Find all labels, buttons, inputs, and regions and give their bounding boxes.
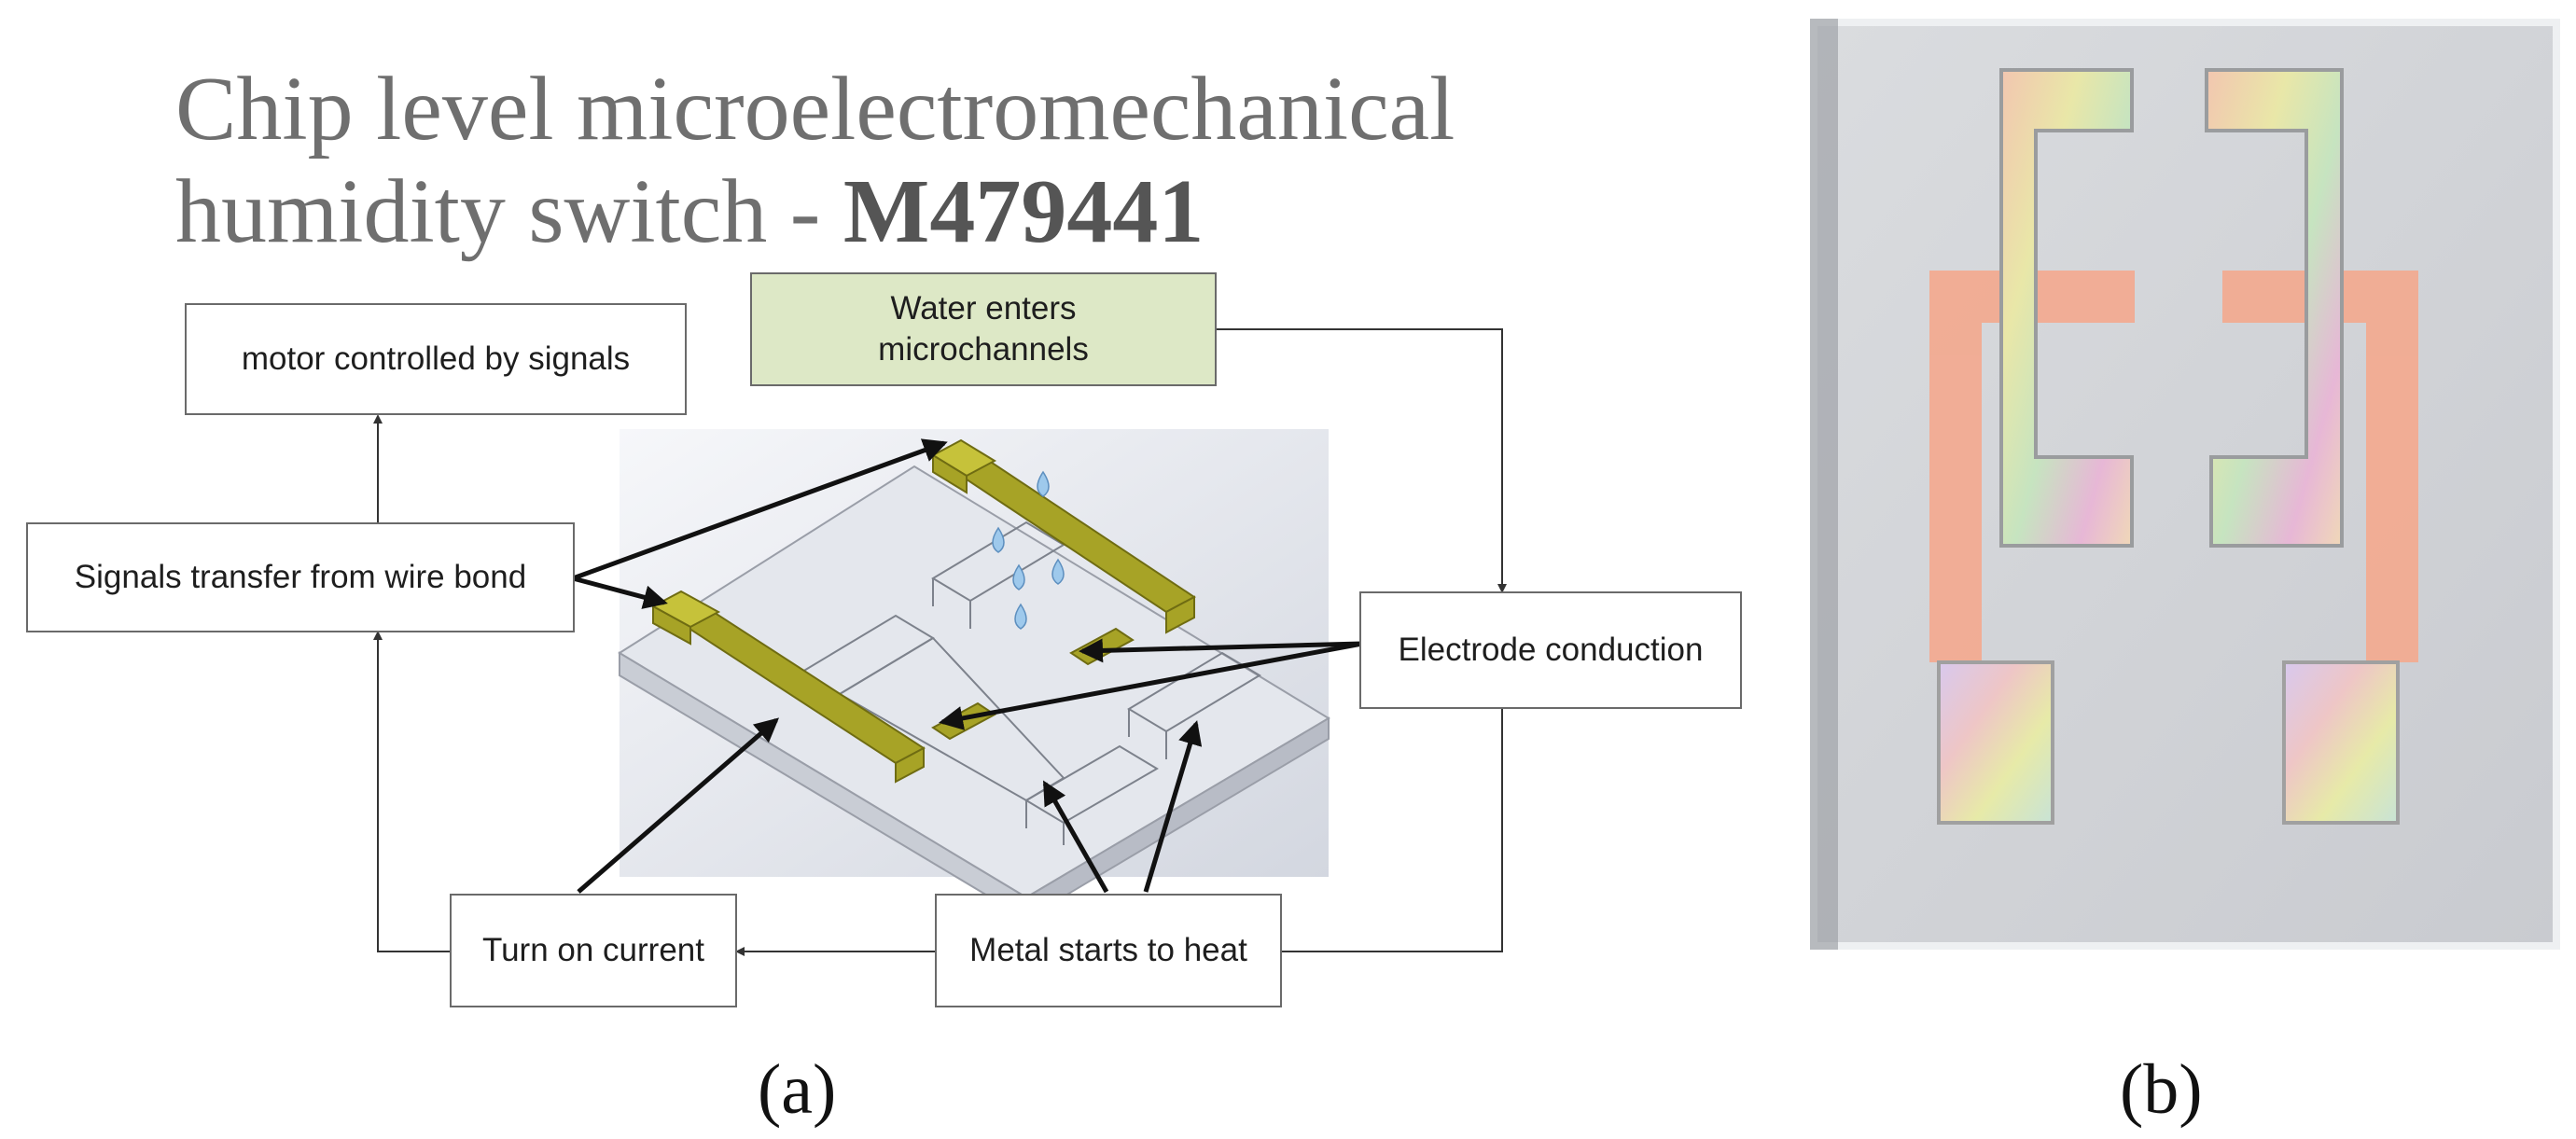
title-line2: humidity switch - (175, 161, 821, 262)
water-box: Water enters microchannels (750, 272, 1217, 386)
micrograph-substrate (1817, 26, 2553, 942)
heat-box: Metal starts to heat (935, 894, 1282, 1007)
panel-label-a: (a) (758, 1050, 837, 1129)
current-box: Turn on current (450, 894, 737, 1007)
figure-title: Chip level microelectromechanical humidi… (175, 58, 1631, 263)
bond-pads (1937, 660, 2400, 825)
title-line1: Chip level microelectromechanical (175, 59, 1455, 160)
chip-micrograph (1810, 19, 2560, 950)
signals-box: Signals transfer from wire bond (26, 522, 575, 632)
panel-label-b: (b) (2120, 1050, 2203, 1129)
bracket-electrodes (1999, 68, 2344, 548)
motor-box: motor controlled by signals (185, 303, 687, 415)
pointer-arrows (572, 438, 1363, 894)
gold-electrodes (650, 438, 1196, 784)
model-number: M479441 (842, 161, 1204, 262)
water-droplets (992, 470, 1065, 630)
flow-connectors (373, 328, 1507, 956)
electrode-box: Electrode conduction (1359, 591, 1742, 709)
